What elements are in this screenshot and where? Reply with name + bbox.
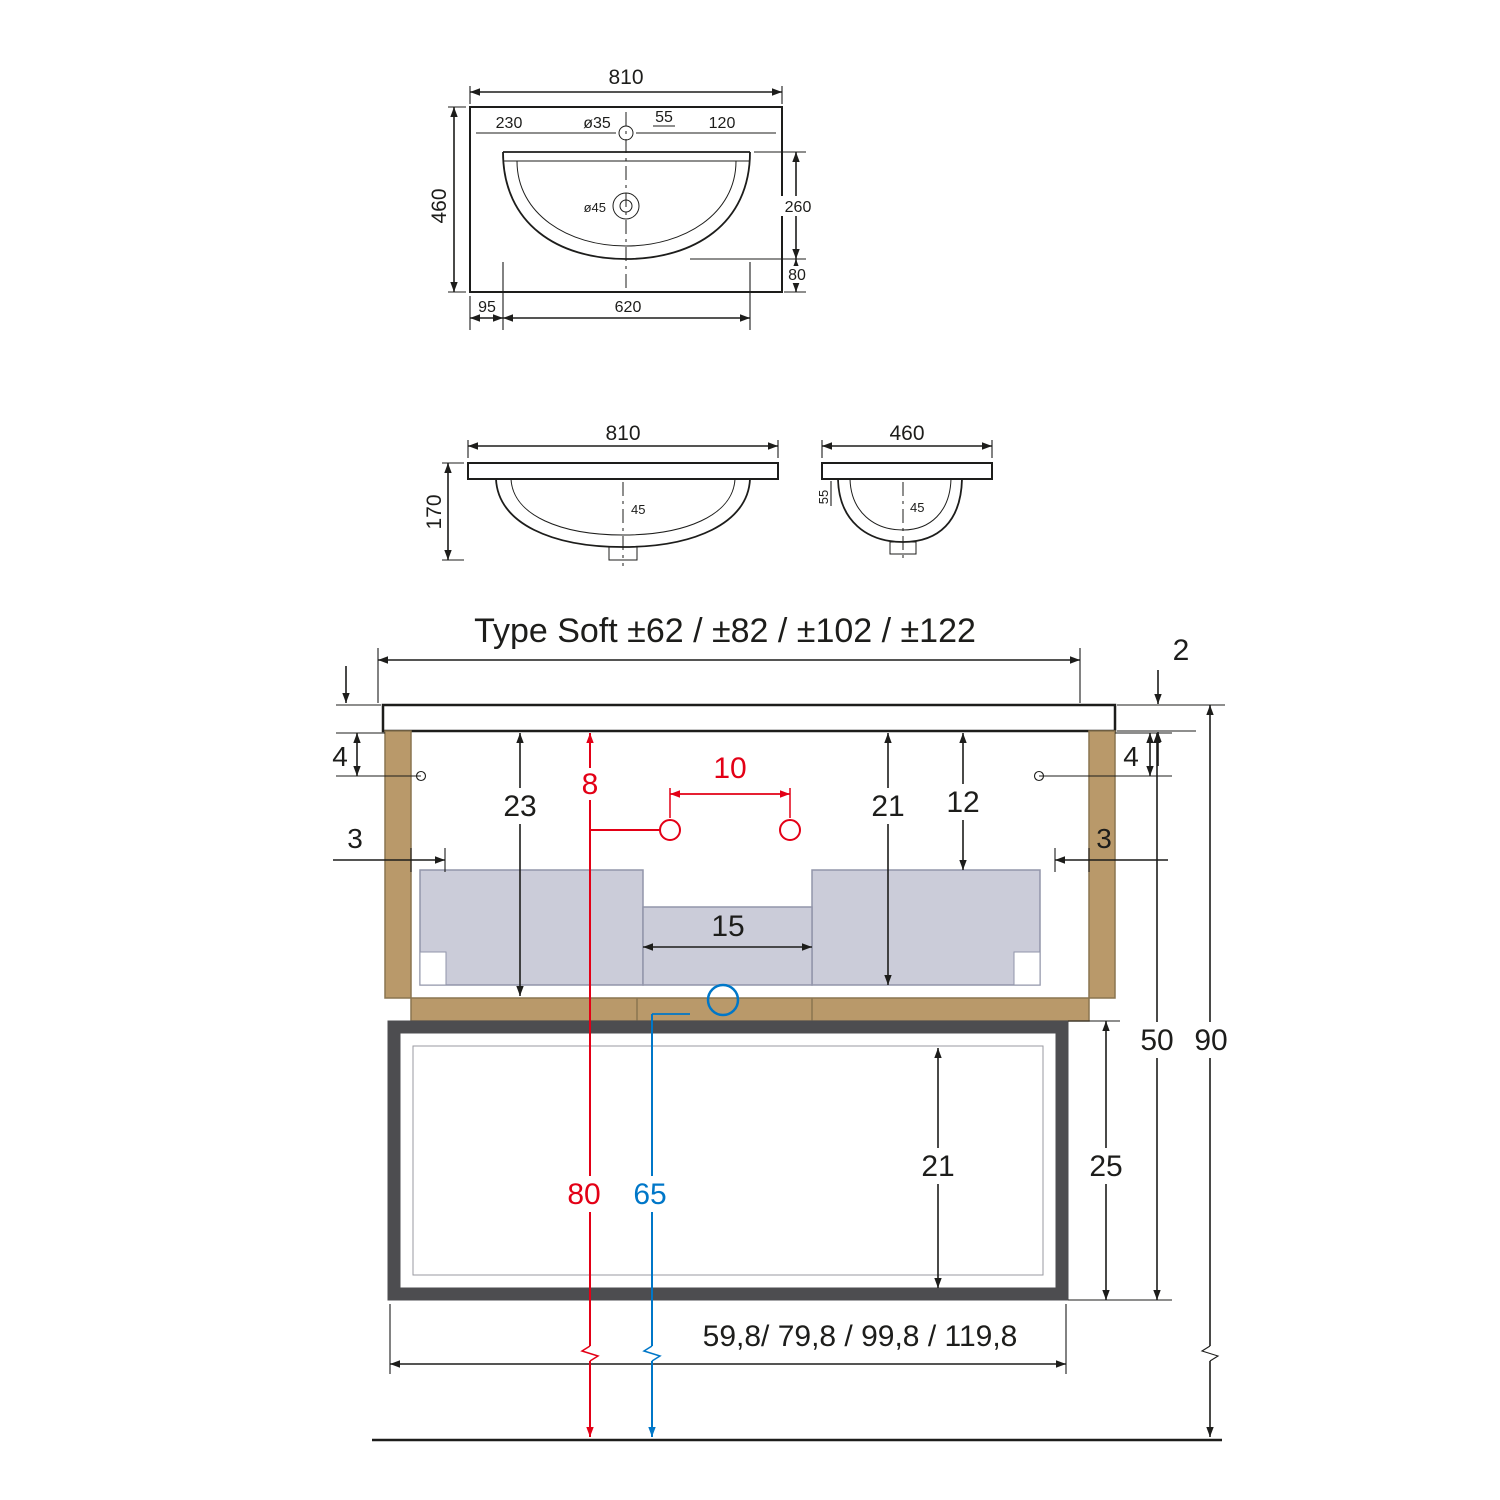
cab-dim-hinge-left: 3 (333, 823, 446, 872)
cab-dim-total-height: 90 (1189, 705, 1233, 1437)
plan-width-label: 810 (608, 66, 643, 89)
hinge-right-label: 3 (1096, 823, 1112, 854)
drawer-notch-right (1013, 951, 1041, 986)
plan-bowl-width-label: 620 (615, 299, 642, 316)
top-gap-label: 12 (946, 786, 979, 819)
plan-dim-95-620: 95 620 (469, 262, 751, 330)
cab-dim-widths: 59,8/ 79,8 / 99,8 / 119,8 (389, 1304, 1067, 1374)
drain-point (706, 983, 740, 1017)
front-width-label: 810 (605, 422, 640, 445)
countertop (381, 703, 1117, 733)
drawer-notch-left (419, 951, 447, 986)
faucet-hole (618, 125, 634, 141)
side-depth-label: 460 (889, 422, 924, 445)
supply-centerline-red: 10 8 80 (563, 733, 801, 1437)
front-bowl-inner (510, 478, 736, 536)
lower-cabinet-frame (387, 1020, 1069, 1301)
basin-front-view: 810 45 170 (423, 422, 779, 566)
drawer-block-right (811, 869, 1041, 986)
side-panel-left (384, 730, 412, 999)
plan-faucet-dia-label: ø35 (583, 115, 611, 132)
total-height-label: 90 (1194, 1024, 1227, 1057)
cab-dim-recess: 15 (643, 910, 812, 951)
front-dim-810: 810 (467, 422, 779, 458)
front-rim (467, 462, 779, 480)
cab-dim-lower-inner: 21 (915, 1048, 961, 1288)
side-bowl-inner (849, 478, 952, 531)
widths-label: 59,8/ 79,8 / 99,8 / 119,8 (703, 1320, 1018, 1353)
lower-inner-label: 21 (921, 1150, 954, 1183)
supply-point-right (779, 819, 801, 841)
plan-back-offset-label: 55 (655, 109, 673, 126)
hole-right-label: 4 (1123, 741, 1139, 772)
plan-edge-left-label: 95 (478, 299, 496, 316)
drawer-back-label: 21 (871, 790, 904, 823)
cab-dim-carcass-height: 50 (1135, 733, 1179, 1300)
lower-cabinet-inner (412, 1045, 1044, 1276)
side-edge-offset-label: 55 (816, 490, 831, 504)
side-drain-offset-label: 45 (910, 500, 924, 515)
cab-dim-hole-right: 4 (1039, 732, 1172, 777)
supply-drop-label: 8 (582, 768, 599, 801)
drawer-block-left (419, 869, 644, 986)
drain-inner (619, 199, 633, 213)
cab-dim-lower-height: 25 (1068, 1020, 1172, 1301)
side-dim-460: 460 (821, 422, 993, 458)
type-title: Type Soft ±62 / ±82 / ±102 / ±122 (474, 612, 976, 650)
supply-spacing-label: 10 (713, 752, 746, 785)
carcass-height-label: 50 (1140, 1024, 1173, 1057)
hole-left-label: 4 (332, 741, 348, 772)
recess-label: 15 (711, 910, 744, 943)
plan-left-offset-label: 230 (496, 115, 523, 132)
drain-floor-label: 65 (633, 1178, 666, 1211)
basin-side-view: 460 45 55 (816, 422, 993, 562)
lower-height-label: 25 (1089, 1150, 1122, 1183)
cab-dim-top-gap: 12 (941, 733, 985, 870)
drain-centerline-blue: 65 (629, 983, 740, 1437)
cab-dim-drawer-back: 21 (865, 733, 911, 985)
plan-faucet-dims: 230 ø35 55 120 (476, 109, 776, 134)
drain-outer (612, 192, 640, 220)
plan-dim-810: 810 (469, 66, 783, 104)
cab-dim-hinge-right: 3 (1054, 823, 1168, 872)
plan-dim-460: 460 (428, 106, 466, 293)
plan-bowl-depth-label: 260 (785, 199, 812, 216)
cab-top-left-reference (336, 666, 381, 706)
front-height-label: 170 (423, 494, 446, 529)
front-dim-170: 170 (423, 462, 464, 561)
front-drain-offset-label: 45 (631, 502, 645, 517)
bottom-rail (410, 997, 1090, 1022)
cabinet-elevation: Type Soft ±62 / ±82 / ±102 / ±122 2 (332, 612, 1233, 1442)
cab-dim-inner-height: 23 (497, 733, 543, 996)
cab-dim-overall-width (377, 648, 1081, 703)
hinge-left-label: 3 (347, 823, 363, 854)
supply-point-left (659, 819, 681, 841)
plan-dim-260-80: 260 80 (690, 151, 816, 293)
side-rim (821, 462, 993, 480)
side-panel-right (1088, 730, 1116, 999)
basin-plan-view: 810 460 230 ø35 55 120 (428, 66, 816, 330)
plan-drain-dia-label: ø45 (584, 200, 606, 215)
supply-floor-label: 80 (567, 1178, 600, 1211)
cab-dim-hole-left: 4 (332, 732, 421, 777)
plan-front-gap-label: 80 (788, 267, 806, 284)
inner-height-label: 23 (503, 790, 536, 823)
top-thickness-label: 2 (1173, 634, 1190, 667)
plan-depth-label: 460 (428, 188, 451, 223)
basin-bowl-plan: ø45 (502, 151, 751, 260)
side-bowl-outer (837, 478, 963, 543)
plan-right-offset-label: 120 (709, 115, 736, 132)
